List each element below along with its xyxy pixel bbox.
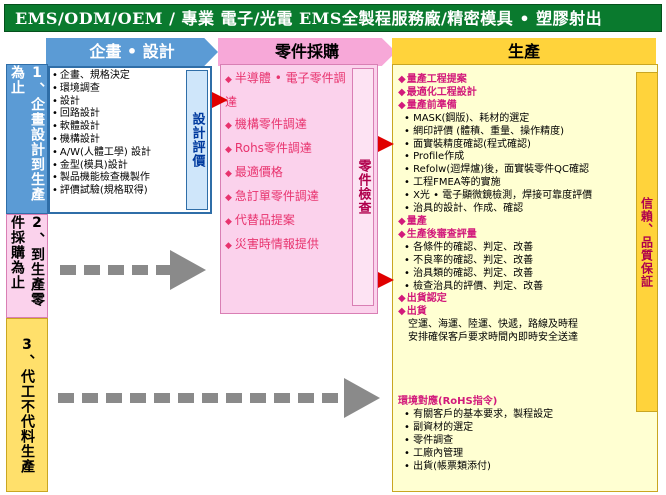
list-item: 急訂單零件調達: [225, 185, 353, 209]
red-arrow-icon: [378, 272, 394, 288]
environment-section: 環境對應(RoHS指令) 有關客戶的基本要求，製程設定 副資材的選定 零件調查 …: [398, 396, 553, 473]
step-heading: 生產後審查評量: [398, 229, 592, 242]
dashed-line: [60, 265, 170, 275]
header-production: 生產: [392, 38, 656, 66]
production-steps: 量產工程提案 最適化工程設計 量產前準備 MASK(鋼版)、耗材的選定 網印評價…: [398, 74, 592, 345]
list-item: 回路設計: [52, 108, 212, 121]
parts-list: 半導體 • 電子零件調達 機構零件調達 Rohs零件調達 最適價格 急訂單零件調…: [225, 67, 353, 257]
list-item: 代替品提案: [225, 209, 353, 233]
step-item: 不良率的確認、判定、改善: [398, 255, 592, 268]
gray-arrow-icon: [344, 378, 380, 418]
header-parts-procurement: 零件採購: [218, 38, 396, 66]
dashed-line: [58, 393, 344, 403]
red-arrow-icon: [212, 92, 228, 108]
env-item: 有關客戶的基本要求，製程設定: [398, 409, 553, 422]
list-item: 企畫、規格決定: [52, 70, 212, 83]
page-title: EMS/ODM/OEM / 專業 電子/光電 EMS全製程服務廠/精密模具 • …: [4, 4, 662, 32]
env-item: 工廠內管理: [398, 448, 553, 461]
list-item: 金型(模具)設計: [52, 160, 212, 173]
step-heading: 出貨認定: [398, 293, 592, 306]
step-item: 各條件的確認、判定、改善: [398, 242, 592, 255]
list-item: 設計: [52, 96, 212, 109]
shipping-text: 空運、海運、陸運、快遞，路線及時程: [408, 319, 578, 331]
header-plan-design: 企畫 • 設計: [46, 38, 218, 66]
list-item: 災害時情報提供: [225, 233, 353, 257]
design-evaluation-tag: 設計評價: [186, 70, 208, 210]
reliability-quality-tag: 信賴、品質保証: [636, 72, 658, 412]
list-item: Rohs零件調達: [225, 137, 353, 161]
step-heading: 最適化工程設計: [398, 87, 592, 100]
parts-procurement-box: 半導體 • 電子零件調達 機構零件調達 Rohs零件調達 最適價格 急訂單零件調…: [220, 64, 378, 314]
gray-arrow-icon: [170, 250, 206, 290]
label-plan-to-production: 1、企畫設計到生產為止: [6, 64, 48, 214]
list-item: 半導體 • 電子零件調達: [225, 67, 353, 113]
step-heading: 量產: [398, 216, 592, 229]
step-item: MASK(鋼版)、耗材的選定: [398, 113, 592, 126]
step-heading: 出貨: [398, 306, 592, 319]
step-item: 網印評價 (體積、重量、操作精度): [398, 126, 592, 139]
step-heading: 量產工程提案: [398, 74, 592, 87]
step-item: Profile作成: [398, 151, 592, 164]
step-item: 治具的設計、作成、確認: [398, 203, 592, 216]
step-item: 檢查治具的評價、判定、改善: [398, 281, 592, 294]
plan-design-box: 企畫、規格決定 環境調查 設計 回路設計 軟體設計 機構設計 A/W(人體工學)…: [48, 66, 212, 214]
red-arrow-icon: [378, 136, 394, 152]
list-item: 環境調查: [52, 83, 212, 96]
env-item: 出貨(帳票類添付): [398, 461, 553, 474]
list-item: 製品機能檢查機製作: [52, 172, 212, 185]
shipping-text: 安排確保客戶要求時間內即時安全送達: [408, 332, 578, 344]
label-oem-no-materials: 3、代工不代料生產: [6, 318, 48, 492]
step-item: 工程FMEA等的實施: [398, 177, 592, 190]
step-item: X光 • 電子顯微鏡檢測，焊接可靠度評價: [398, 190, 592, 203]
label-parts-to-production: 2、到生產零件採購為止: [6, 214, 48, 318]
step-item: 面實裝精度確認(程式確認): [398, 139, 592, 152]
env-item: 零件調查: [398, 435, 553, 448]
env-item: 副資材的選定: [398, 422, 553, 435]
plan-list: 企畫、規格決定 環境調查 設計 回路設計 軟體設計 機構設計 A/W(人體工學)…: [52, 70, 212, 198]
list-item: 最適價格: [225, 161, 353, 185]
list-item: 軟體設計: [52, 121, 212, 134]
environment-heading: 環境對應(RoHS指令): [398, 396, 498, 407]
step-heading: 量產前準備: [398, 100, 592, 113]
list-item: A/W(人體工學) 設計: [52, 147, 212, 160]
parts-inspection-tag: 零件檢查: [352, 68, 374, 306]
list-item: 機構設計: [52, 134, 212, 147]
step-item: 治具類的確認、判定、改善: [398, 268, 592, 281]
list-item: 機構零件調達: [225, 113, 353, 137]
list-item: 評價試驗(規格取得): [52, 185, 212, 198]
step-item: Refolw(迴焊爐)後，面實裝零件QC確認: [398, 164, 592, 177]
